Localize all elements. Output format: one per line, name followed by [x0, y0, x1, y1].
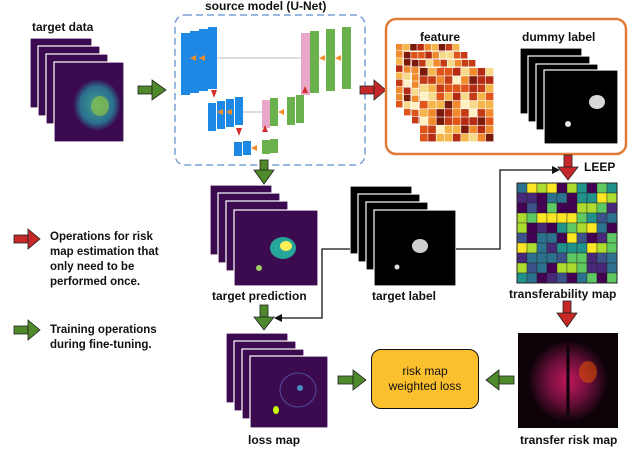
arrow-risk-to-box	[485, 369, 515, 391]
label-transfer-risk-map: transfer risk map	[520, 433, 618, 447]
risk-box-line-1: risk map	[402, 364, 448, 378]
feature-stack	[395, 43, 495, 143]
connector-arrowhead-loss	[274, 314, 282, 322]
arrow-loss-to-box	[337, 369, 367, 391]
transferability-map-grid	[516, 182, 618, 284]
label-target-prediction: target prediction	[212, 289, 307, 303]
unet-diagram	[181, 27, 351, 156]
label-loss-map: loss map	[248, 433, 301, 447]
transferability-map-border	[516, 182, 618, 284]
arrow-tmap-to-risk	[556, 300, 578, 328]
legend-green-arrow-icon	[13, 319, 41, 341]
target-data-stack	[29, 37, 125, 143]
connector-label-to-loss	[282, 248, 350, 319]
label-source-model: source model (U-Net)	[205, 0, 327, 13]
connector-arrowhead-leep	[552, 166, 560, 174]
arrow-data-to-model	[137, 79, 167, 101]
legend-red-line: map estimation that	[50, 246, 159, 258]
label-leep: LEEP	[584, 160, 616, 174]
loss-map-stack	[225, 332, 329, 429]
dummy-label-stack	[519, 47, 619, 145]
risk-box-line-2: weighted loss	[388, 379, 462, 393]
target-label-stack	[349, 185, 457, 287]
legend-red-arrow-icon	[13, 228, 41, 250]
arrow-model-to-feature	[359, 79, 387, 101]
label-target-label: target label	[372, 289, 437, 303]
arrow-leep	[557, 154, 579, 181]
transfer-risk-map-image	[518, 333, 618, 428]
legend-green-line: during fine-tuning.	[50, 339, 152, 351]
feature-box	[384, 17, 628, 156]
label-transferability-map: transferability map	[509, 287, 617, 301]
label-dummy-label: dummy label	[522, 30, 596, 44]
legend-green-text: Training operations during fine-tuning.	[50, 323, 180, 353]
legend-red-line: performed once.	[50, 276, 141, 288]
label-target-data: target data	[32, 20, 94, 34]
connector-label-to-leep	[456, 169, 552, 250]
legend-red-line: Operations for risk	[50, 231, 153, 243]
risk-map-weighted-loss-box: risk map weighted loss	[371, 349, 479, 409]
arrow-prediction-to-loss	[253, 304, 275, 331]
legend-red-text: Operations for risk map estimation that …	[50, 230, 180, 290]
legend-red-line: only need to be	[50, 261, 135, 273]
arrow-model-to-prediction	[253, 159, 275, 185]
label-feature: feature	[420, 30, 461, 44]
legend-green-line: Training operations	[50, 324, 157, 336]
target-prediction-stack	[209, 184, 319, 287]
